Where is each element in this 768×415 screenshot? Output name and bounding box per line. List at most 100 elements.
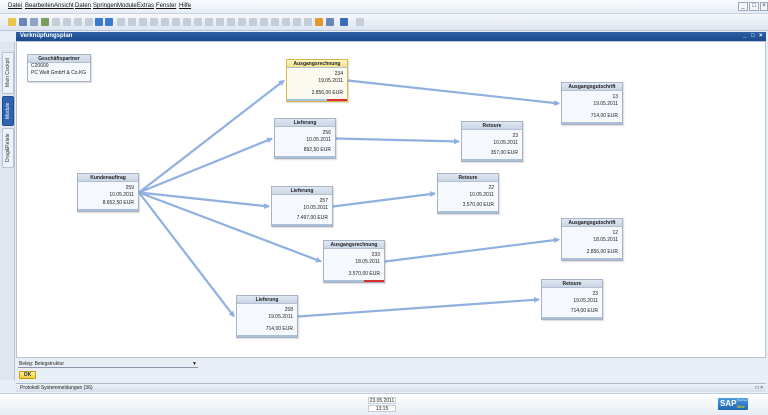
menu-ansicht[interactable]: Ansicht: [54, 3, 74, 9]
menu-extras[interactable]: Extras: [137, 3, 155, 9]
node-date: 10.05.2011: [469, 192, 494, 198]
add-icon[interactable]: [85, 18, 93, 26]
pdf-icon[interactable]: [63, 18, 71, 26]
link-kundenauftrag-to-lieferung-2: [138, 191, 270, 209]
open-icon[interactable]: [8, 18, 16, 26]
menu-module[interactable]: Module: [117, 3, 137, 9]
node-title: Kundenauftrag: [78, 174, 138, 182]
payment-icon[interactable]: [238, 18, 246, 26]
first-record-icon[interactable]: [95, 18, 103, 26]
settings-icon[interactable]: [249, 18, 257, 26]
print-icon[interactable]: [19, 18, 27, 26]
node-number: 22: [488, 185, 494, 191]
calculator-icon[interactable]: [326, 18, 334, 26]
menu-daten[interactable]: Daten: [75, 3, 92, 9]
node-status-bar: [272, 224, 332, 226]
tab-drag-relate[interactable]: Drag&Relate: [2, 128, 14, 168]
log-window-controls[interactable]: □ ×: [755, 385, 763, 391]
node-status-bar: [237, 335, 297, 337]
refresh-icon[interactable]: [139, 18, 147, 26]
messages-icon[interactable]: [304, 18, 312, 26]
minimize-window-button[interactable]: _: [738, 2, 748, 11]
node-amount: 2.856,00 EUR: [311, 90, 343, 96]
relationship-map-icon[interactable]: [227, 18, 235, 26]
node-date: 18.05.2011: [355, 259, 380, 265]
node-date: 19.05.2011: [268, 314, 293, 320]
node-number: 257: [319, 198, 328, 204]
close-window-button[interactable]: ×: [760, 2, 768, 11]
menu-hilfe[interactable]: Hilfe: [179, 3, 192, 9]
node-status-bar: [324, 280, 384, 282]
relationship-links: [138, 79, 560, 318]
exit-icon[interactable]: [356, 18, 364, 26]
menu-springen[interactable]: Springen: [93, 3, 118, 9]
filter-icon[interactable]: [183, 18, 191, 26]
node-date: 10.05.2011: [493, 140, 518, 146]
node-amount: 714,00 EUR: [265, 326, 293, 332]
beleg-select[interactable]: Beleg: Belegstruktur ▼: [18, 361, 198, 368]
alert-icon[interactable]: [315, 18, 323, 26]
node-number: 23: [592, 291, 598, 297]
minimize-document-button[interactable]: _: [743, 33, 747, 39]
node-date: 18.05.2011: [593, 237, 618, 243]
layout-icon[interactable]: [260, 18, 268, 26]
node-title: Lieferung: [272, 187, 332, 195]
menu-fenster[interactable]: Fenster: [156, 3, 177, 9]
node-date: 10.05.2011: [306, 137, 331, 143]
menu-datei[interactable]: Datei: [8, 3, 23, 9]
node-amount: 714,00 EUR: [570, 308, 598, 314]
link-kundenauftrag-to-ausgangsrechnung-1: [138, 79, 285, 194]
tab-main-cockpit[interactable]: Main Cockpit: [2, 52, 14, 94]
copy-icon[interactable]: [150, 18, 158, 26]
journal-icon[interactable]: [205, 18, 213, 26]
business-partner-box[interactable]: Geschäftspartner C20000 PC Welt GmbH & C…: [27, 54, 91, 82]
last-record-icon[interactable]: [128, 18, 136, 26]
node-date: 19.05.2011: [593, 101, 618, 107]
help-icon[interactable]: [340, 18, 348, 26]
calendar-icon[interactable]: [293, 18, 301, 26]
node-amount: 7.497,00 EUR: [296, 215, 328, 221]
print-preview-icon[interactable]: [30, 18, 38, 26]
node-title: Retoure: [542, 280, 602, 288]
sort-icon[interactable]: [194, 18, 202, 26]
ok-button[interactable]: OK: [19, 371, 36, 379]
edit-icon[interactable]: [282, 18, 290, 26]
next-record-icon[interactable]: [117, 18, 125, 26]
sap-logo-sub: Business: [737, 398, 750, 402]
link-kundenauftrag-to-lieferung-3: [138, 191, 235, 318]
node-status-bar: [462, 159, 522, 161]
maximize-window-button[interactable]: □: [749, 2, 759, 11]
export-icon[interactable]: [52, 18, 60, 26]
base-document-icon[interactable]: [161, 18, 169, 26]
node-number: 256: [322, 130, 331, 136]
node-title: Retoure: [462, 122, 522, 130]
maximize-document-button[interactable]: □: [751, 33, 755, 39]
system-messages-log-bar[interactable]: Protokoll Systemmeldungen (36) □ ×: [16, 383, 766, 392]
menu-bearbeiten[interactable]: Bearbeiten: [25, 3, 55, 9]
node-number: 233: [371, 252, 380, 258]
tab-module[interactable]: Module: [2, 96, 14, 126]
target-document-icon[interactable]: [172, 18, 180, 26]
close-document-button[interactable]: ×: [759, 33, 763, 39]
gross-profit-icon[interactable]: [216, 18, 224, 26]
email-icon[interactable]: [41, 18, 49, 26]
node-number: 12: [612, 230, 618, 236]
node-amount: 3.570,00 EUR: [348, 271, 380, 277]
node-amount: 8.652,50 EUR: [102, 200, 134, 206]
previous-record-icon[interactable]: [105, 18, 113, 26]
menu-bar: Datei Bearbeiten Ansicht Daten Springen …: [0, 0, 768, 14]
node-amount: 2.856,00 EUR: [586, 249, 618, 255]
document-icon[interactable]: [271, 18, 279, 26]
find-icon[interactable]: [74, 18, 82, 26]
